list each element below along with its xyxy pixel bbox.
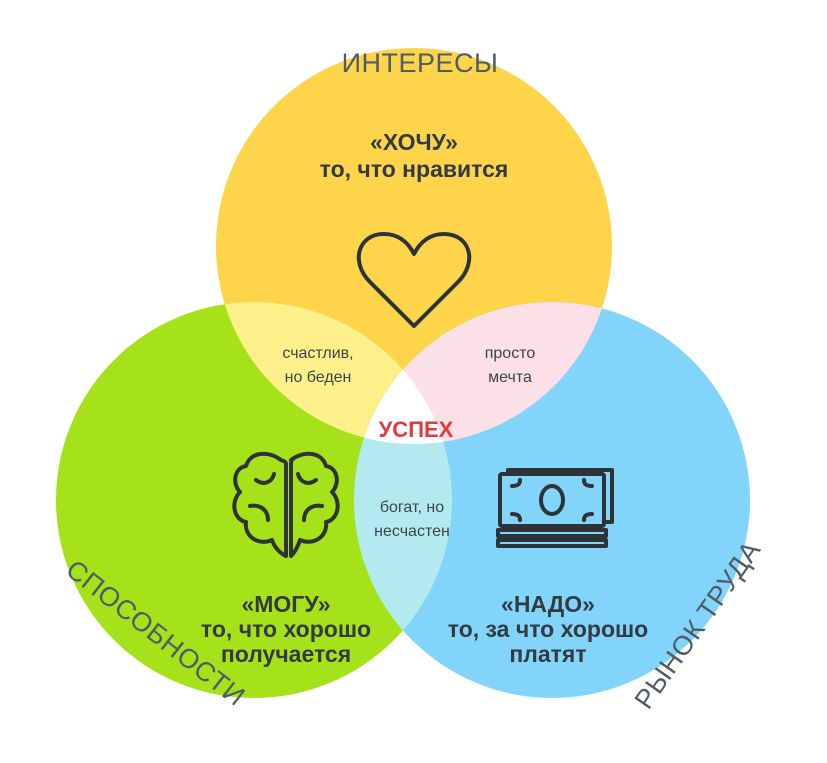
just-a-dream-line-1: просто xyxy=(485,345,536,362)
label-interests: ИНТЕРЕСЫ xyxy=(342,48,499,78)
want-title: «ХОЧУ» xyxy=(370,129,458,155)
can-title: «МОГУ» xyxy=(241,591,330,617)
rich-but-unhappy-line-2: несчастен xyxy=(374,523,450,540)
success-label: УСПЕХ xyxy=(379,417,454,442)
intersection-top-right xyxy=(354,302,612,444)
intersection-top-left xyxy=(216,302,452,444)
just-a-dream-line-2: мечта xyxy=(488,369,532,386)
want-subtitle: то, что нравится xyxy=(320,156,509,182)
need-line-2: платят xyxy=(509,641,586,667)
happy-but-poor-line-2: но беден xyxy=(285,369,352,386)
happy-but-poor-line-1: счастлив, xyxy=(282,345,353,362)
can-line-1: то, что хорошо xyxy=(201,616,371,642)
money-stack-icon xyxy=(496,468,614,548)
heart-icon xyxy=(356,232,472,328)
brain-icon xyxy=(232,451,340,558)
need-title: «НАДО» xyxy=(501,591,595,617)
need-line-1: то, за что хорошо xyxy=(448,616,648,642)
can-line-2: получается xyxy=(221,641,351,667)
rich-but-unhappy-line-1: богат, но xyxy=(380,499,444,516)
